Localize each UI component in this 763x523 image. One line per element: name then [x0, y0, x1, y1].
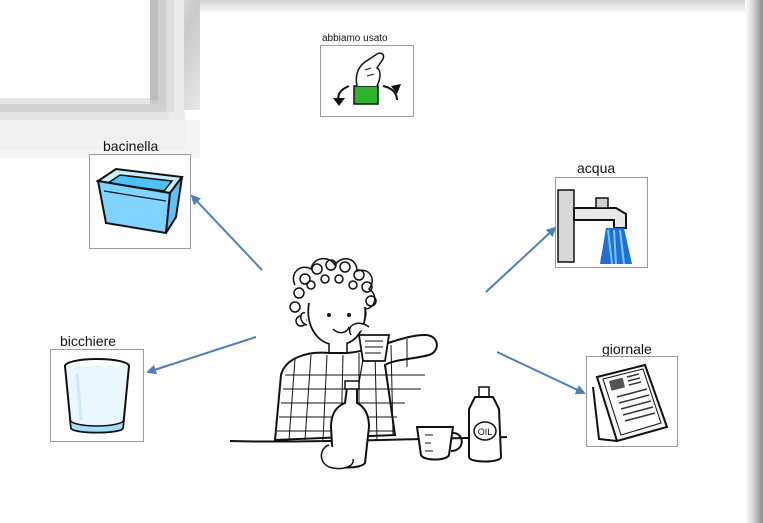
oil-label: OIL	[478, 427, 493, 437]
child-pouring-illustration: OIL	[225, 255, 515, 480]
